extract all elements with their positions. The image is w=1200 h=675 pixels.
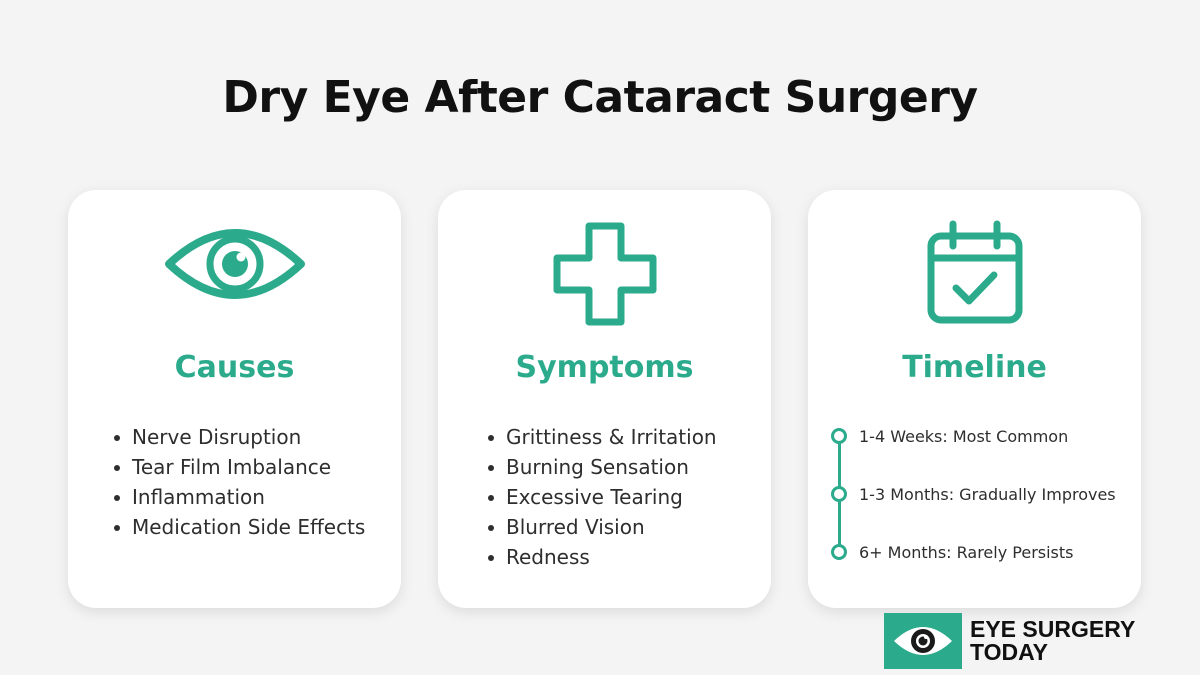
symptoms-heading: Symptoms (515, 350, 694, 385)
list-item: Inflammation (114, 482, 365, 512)
list-item: Nerve Disruption (114, 422, 365, 452)
list-item: Tear Film Imbalance (114, 452, 365, 482)
eye-icon (163, 224, 307, 308)
causes-list: Nerve Disruption Tear Film Imbalance Inf… (114, 422, 365, 542)
calendar-check-icon (923, 220, 1027, 330)
brand-logo: EYE SURGERY TODAY (884, 613, 1135, 669)
list-item: Grittiness & Irritation (488, 422, 717, 452)
list-item: Burning Sensation (488, 452, 717, 482)
causes-card: Causes Nerve Disruption Tear Film Imbala… (68, 190, 401, 608)
timeline-item: 6+ Months: Rarely Persists (828, 541, 1074, 563)
medical-cross-icon (553, 222, 657, 330)
eye-logo-icon (884, 613, 962, 669)
timeline-dot-icon (831, 486, 847, 502)
page-title: Dry Eye After Cataract Surgery (222, 72, 978, 123)
brand-name: EYE SURGERY TODAY (970, 616, 1136, 665)
list-item: Medication Side Effects (114, 512, 365, 542)
timeline: 1-4 Weeks: Most Common 1-3 Months: Gradu… (828, 422, 1128, 562)
list-item: Blurred Vision (488, 512, 717, 542)
timeline-dot-icon (831, 544, 847, 560)
list-item: Excessive Tearing (488, 482, 717, 512)
symptoms-card: Symptoms Grittiness & Irritation Burning… (438, 190, 771, 608)
timeline-item: 1-4 Weeks: Most Common (828, 425, 1068, 447)
symptoms-list: Grittiness & Irritation Burning Sensatio… (488, 422, 717, 572)
list-item: Redness (488, 542, 717, 572)
timeline-dot-icon (831, 428, 847, 444)
timeline-heading: Timeline (902, 350, 1047, 385)
timeline-card: Timeline 1-4 Weeks: Most Common 1-3 Mont… (808, 190, 1141, 608)
timeline-item: 1-3 Months: Gradually Improves (828, 483, 1116, 505)
causes-heading: Causes (174, 350, 295, 385)
